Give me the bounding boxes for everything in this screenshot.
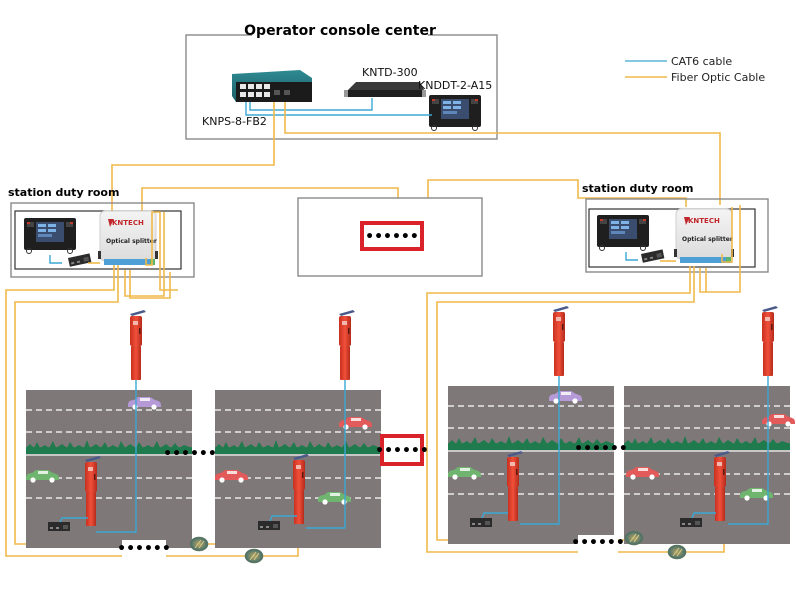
station-outer-frame xyxy=(585,198,769,273)
ellipsis-marker: •••••• xyxy=(117,541,171,557)
switch-label: KNPS-8-FB2 xyxy=(202,115,267,128)
fiber-splice-closure-icon xyxy=(667,544,687,560)
highlight-box xyxy=(380,434,424,466)
ellipsis-marker: •••••• xyxy=(375,443,429,459)
splitter-brand: KNTECH xyxy=(688,217,720,225)
ellipsis-marker: •••••• xyxy=(574,441,628,457)
legend-fiber-label: Fiber Optic Cable xyxy=(671,71,765,84)
station-room-label: station duty room xyxy=(8,186,119,199)
ellipsis-marker: •••••• xyxy=(571,535,625,551)
station-room-label: station duty room xyxy=(582,182,693,195)
roadside-phones xyxy=(48,306,778,533)
station-duty-room-right: station duty room KNTECH Optical splitte… xyxy=(582,182,769,293)
emergency-phone-pillar-icon xyxy=(553,306,569,376)
fiber-splice-closure-icon xyxy=(244,548,264,564)
server-label: KNTD-300 xyxy=(362,66,418,79)
legend: CAT6 cable Fiber Optic Cable xyxy=(625,55,765,84)
cat6-link-switch-server xyxy=(249,98,373,111)
legend-cat6-label: CAT6 cable xyxy=(671,55,732,68)
dispatch-console-icon xyxy=(23,217,77,254)
dispatch-console-icon xyxy=(596,214,650,251)
ellipsis-marker: •••••• xyxy=(365,229,419,245)
fiber-splice-closure-icon xyxy=(189,536,209,552)
highlight-box xyxy=(360,221,424,251)
station-outer-frame xyxy=(10,202,195,278)
emergency-phone-pillar-icon xyxy=(762,306,778,376)
media-converter-icon xyxy=(48,522,70,531)
ellipsis-marker: •••••• xyxy=(163,446,217,462)
media-converter-icon xyxy=(68,253,92,267)
road-icon xyxy=(623,385,791,545)
intermediate-stations-placeholder: •••••• xyxy=(297,197,483,277)
media-converter-icon xyxy=(258,521,280,530)
switch-device-icon xyxy=(232,70,312,102)
server-device-icon xyxy=(344,82,426,97)
fiber-splice-closure-icon xyxy=(624,530,644,546)
operator-console-center: Operator console center KNPS-8-FB2 KNTD-… xyxy=(185,23,498,140)
cat6-link-switch-console xyxy=(245,102,432,116)
station-inner-frame xyxy=(588,208,756,268)
ellipsis-gap xyxy=(578,535,618,557)
emergency-phone-pillar-icon xyxy=(339,310,355,380)
splitter-label: Optical splitter xyxy=(682,236,733,243)
ellipsis-gap xyxy=(122,540,166,560)
emergency-phone-pillar-icon xyxy=(130,310,146,380)
dispatch-console-icon xyxy=(428,94,482,131)
splitter-label: Optical splitter xyxy=(106,238,157,245)
placeholder-frame xyxy=(297,197,483,277)
console-label: KNDDT-2-A15 xyxy=(418,79,492,92)
road-segment-4 xyxy=(623,385,791,545)
splitter-brand: KNTECH xyxy=(112,219,144,227)
media-converter-icon xyxy=(680,518,702,527)
media-converter-icon xyxy=(470,518,492,527)
station-inner-frame xyxy=(14,210,182,270)
console-center-title: Operator console center xyxy=(244,23,436,39)
console-title-bg xyxy=(252,24,428,44)
station-duty-room-left: station duty room KNTECH Optical splitte… xyxy=(8,186,195,297)
